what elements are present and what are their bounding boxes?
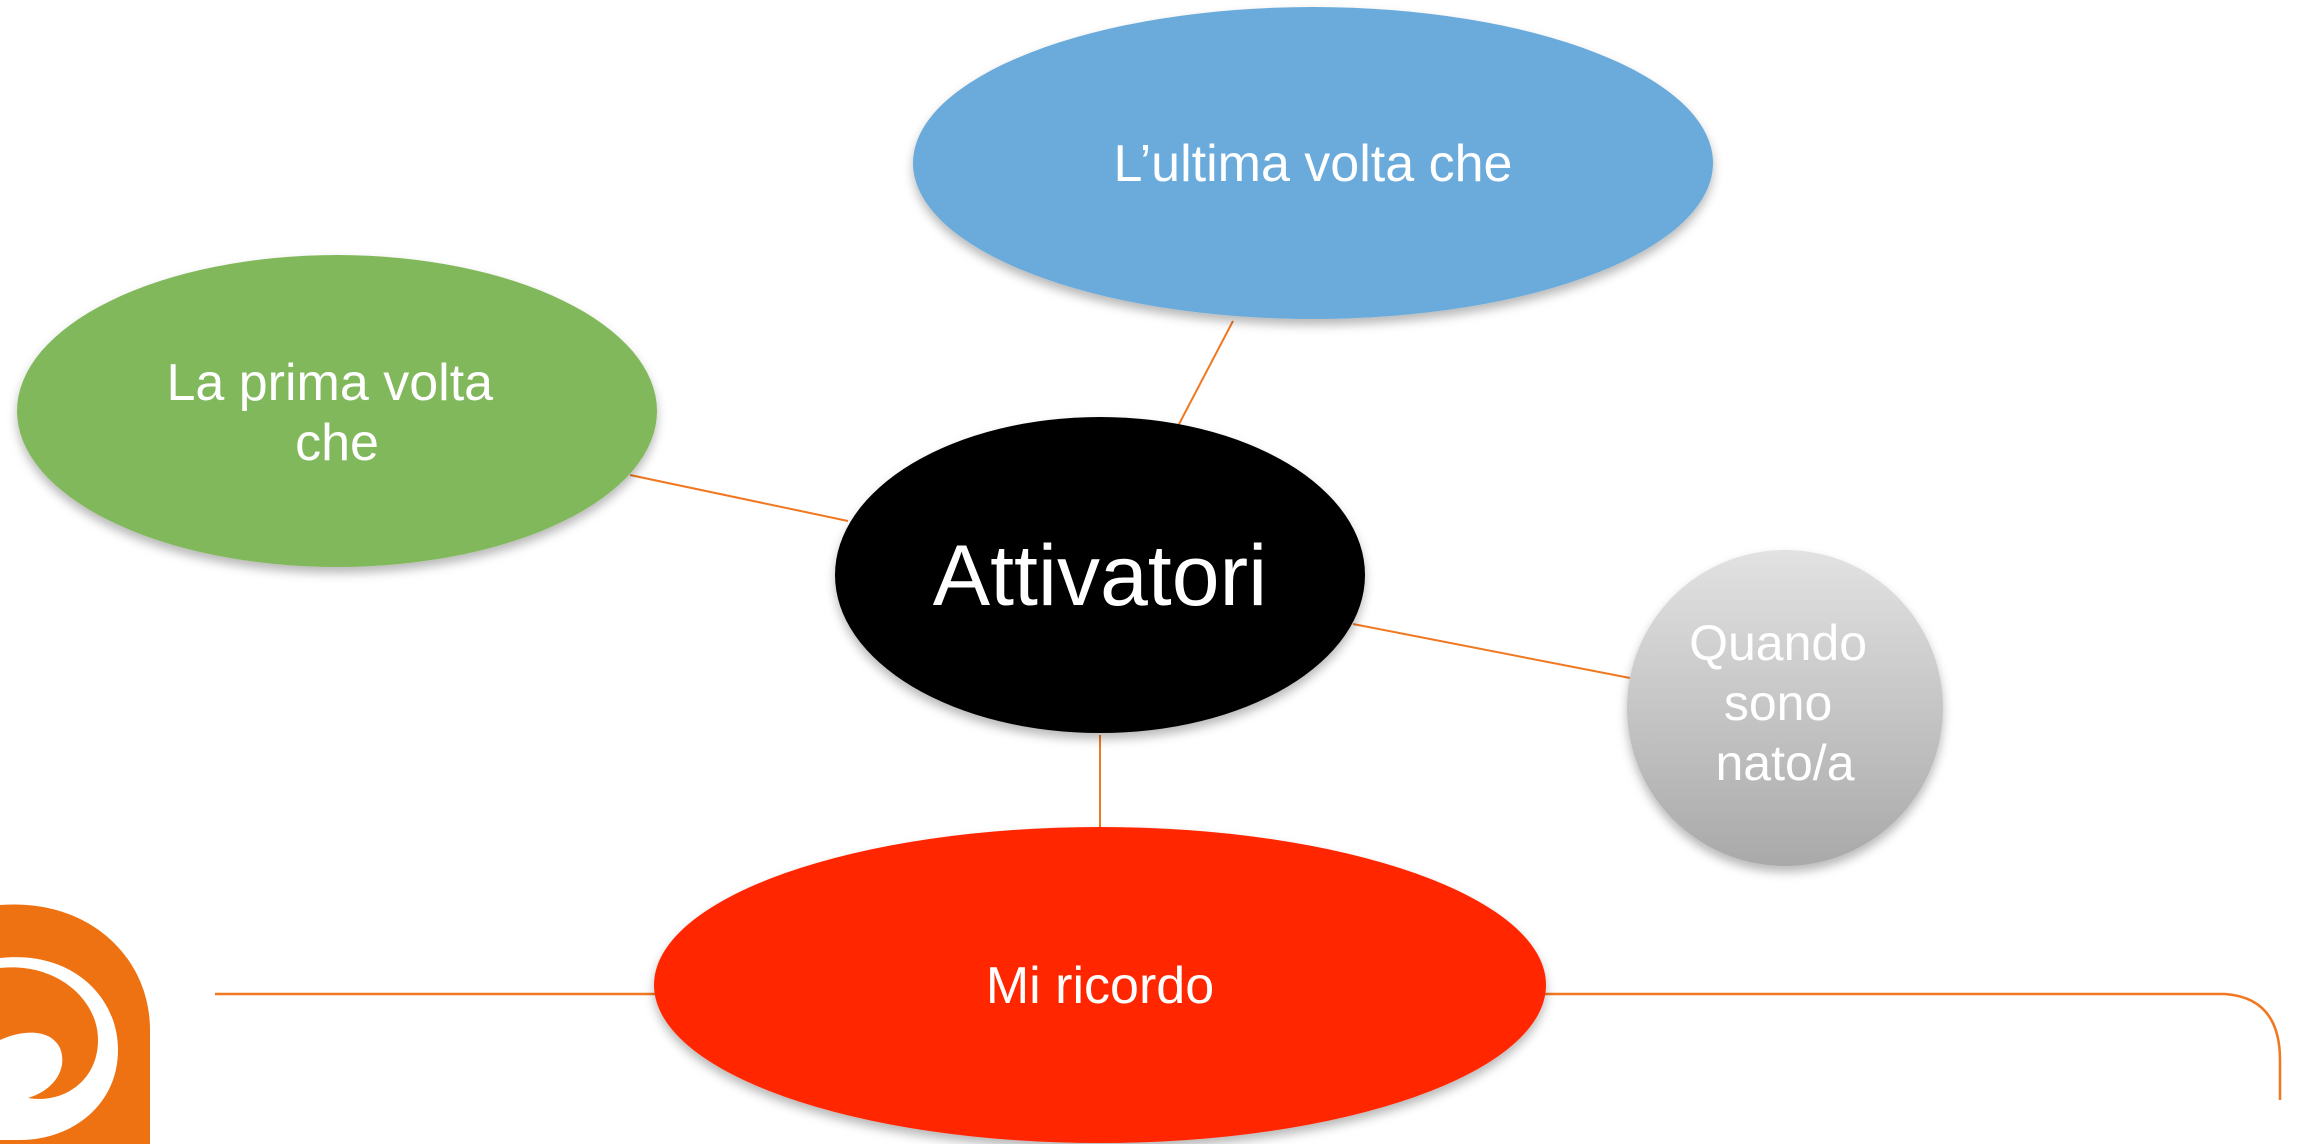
node-left-shape	[17, 255, 657, 567]
footer-frame-line	[215, 992, 2282, 1100]
connector-left	[629, 474, 849, 522]
connectors	[629, 320, 1631, 828]
node-top-label: L’ultima volta che	[1114, 135, 1513, 193]
node-left: La prima volta che	[17, 255, 657, 567]
node-bottom-label: Mi ricordo	[986, 957, 1214, 1015]
node-right: Quando sono nato/a	[1627, 550, 1943, 866]
node-bottom: Mi ricordo	[654, 827, 1546, 1143]
node-right-shape	[1627, 550, 1943, 866]
node-center-shape	[835, 417, 1365, 733]
node-left-label: La prima volta che	[166, 354, 507, 472]
node-right-label: Quando sono nato/a	[1689, 615, 1881, 791]
node-bottom-shape	[654, 827, 1546, 1143]
spiral-logo-inner	[0, 967, 98, 1099]
connector-top	[1177, 320, 1234, 427]
node-top-shape	[913, 7, 1713, 319]
node-center: Attivatori	[835, 417, 1365, 733]
spiral-logo-icon	[0, 904, 150, 1144]
connector-right	[1352, 623, 1631, 679]
node-top: L’ultima volta che	[913, 7, 1713, 319]
node-center-label: Attivatori	[933, 528, 1268, 624]
spiral-logo-shape	[0, 904, 150, 1144]
